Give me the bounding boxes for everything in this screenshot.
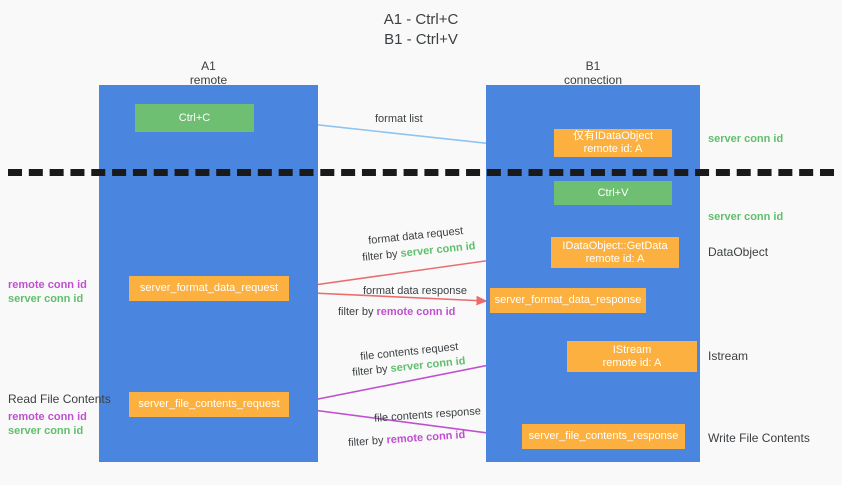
annotation-server-conn-id-mid: server conn id bbox=[708, 211, 784, 223]
annotation-server-conn-id-2: server conn id bbox=[8, 425, 84, 437]
box-server-format-data-response[interactable]: server_format_data_response bbox=[490, 288, 646, 313]
box-server-file-contents-response[interactable]: server_file_contents_response bbox=[522, 424, 685, 449]
annotation-remote-conn-id-2: remote conn id bbox=[8, 411, 87, 423]
box-ctrl-v[interactable]: Ctrl+V bbox=[554, 181, 672, 205]
box-ctrl-c[interactable]: Ctrl+C bbox=[135, 104, 254, 132]
box-getdata-line2: remote id: A bbox=[585, 252, 645, 265]
box-getdata[interactable]: IDataObject::GetData remote id: A bbox=[551, 237, 679, 268]
title-line-2: B1 - Ctrl+V bbox=[384, 31, 458, 48]
annotation-istream: Istream bbox=[708, 349, 749, 363]
box-istream[interactable]: IStream remote id: A bbox=[567, 341, 697, 372]
annotation-write-file-contents: Write File Contents bbox=[708, 431, 810, 445]
annotation-server-conn-id-top: server conn id bbox=[708, 133, 784, 145]
box-istream-line2: remote id: A bbox=[602, 356, 662, 369]
edge-label-format-list: format list bbox=[375, 113, 423, 125]
annotation-left-conn-ids-1: remote conn id server conn id bbox=[8, 278, 87, 306]
column-b1-role: connection bbox=[563, 73, 623, 87]
diagram-title: A1 - Ctrl+C B1 - Ctrl+V bbox=[0, 10, 842, 50]
filter-value-remote-conn-id-1: remote conn id bbox=[376, 306, 456, 318]
dashed-separator-line bbox=[8, 169, 834, 176]
connector-file-contents-response bbox=[289, 406, 520, 441]
column-header-b1: B1 connection bbox=[486, 59, 700, 87]
box-getdata-line1: IDataObject::GetData bbox=[562, 239, 668, 252]
annotation-read-file-contents: Read File Contents bbox=[8, 392, 111, 406]
column-a1-role: remote bbox=[189, 73, 228, 87]
annotation-left-conn-ids-2: remote conn id server conn id bbox=[8, 410, 87, 438]
box-idataobject[interactable]: 仅有IDataObject remote id: A bbox=[554, 129, 672, 157]
filter-prefix-2: filter by bbox=[338, 306, 377, 318]
box-server-format-data-request[interactable]: server_format_data_request bbox=[129, 276, 289, 301]
annotation-remote-conn-id-1: remote conn id bbox=[8, 279, 87, 291]
box-server-format-data-request-label: server_format_data_request bbox=[139, 282, 279, 294]
box-ctrl-v-label: Ctrl+V bbox=[597, 186, 629, 199]
column-b1-name: B1 bbox=[585, 59, 601, 73]
column-a1-name: A1 bbox=[201, 59, 216, 73]
edge-label-format-data-response-filter: filter by remote conn id bbox=[338, 305, 455, 319]
column-header-a1: A1 remote bbox=[99, 59, 318, 87]
box-server-file-contents-response-label: server_file_contents_response bbox=[528, 430, 679, 442]
box-istream-line1: IStream bbox=[612, 343, 652, 356]
box-server-file-contents-request-label: server_file_contents_request bbox=[138, 398, 280, 410]
box-idataobject-line1: 仅有IDataObject bbox=[572, 130, 654, 142]
connector-format-data-response bbox=[289, 291, 488, 306]
annotation-server-conn-id-1: server conn id bbox=[8, 293, 84, 305]
title-line-1: A1 - Ctrl+C bbox=[383, 11, 459, 28]
edge-label-format-data-response: format data response bbox=[363, 285, 467, 297]
box-idataobject-line2: remote id: A bbox=[583, 143, 643, 155]
box-server-format-data-response-label: server_format_data_response bbox=[494, 294, 642, 306]
filter-prefix-4: filter by bbox=[347, 434, 387, 450]
annotation-dataobject: DataObject bbox=[708, 245, 769, 259]
box-ctrl-c-label: Ctrl+C bbox=[178, 111, 211, 124]
box-server-file-contents-request[interactable]: server_file_contents_request bbox=[129, 392, 289, 417]
